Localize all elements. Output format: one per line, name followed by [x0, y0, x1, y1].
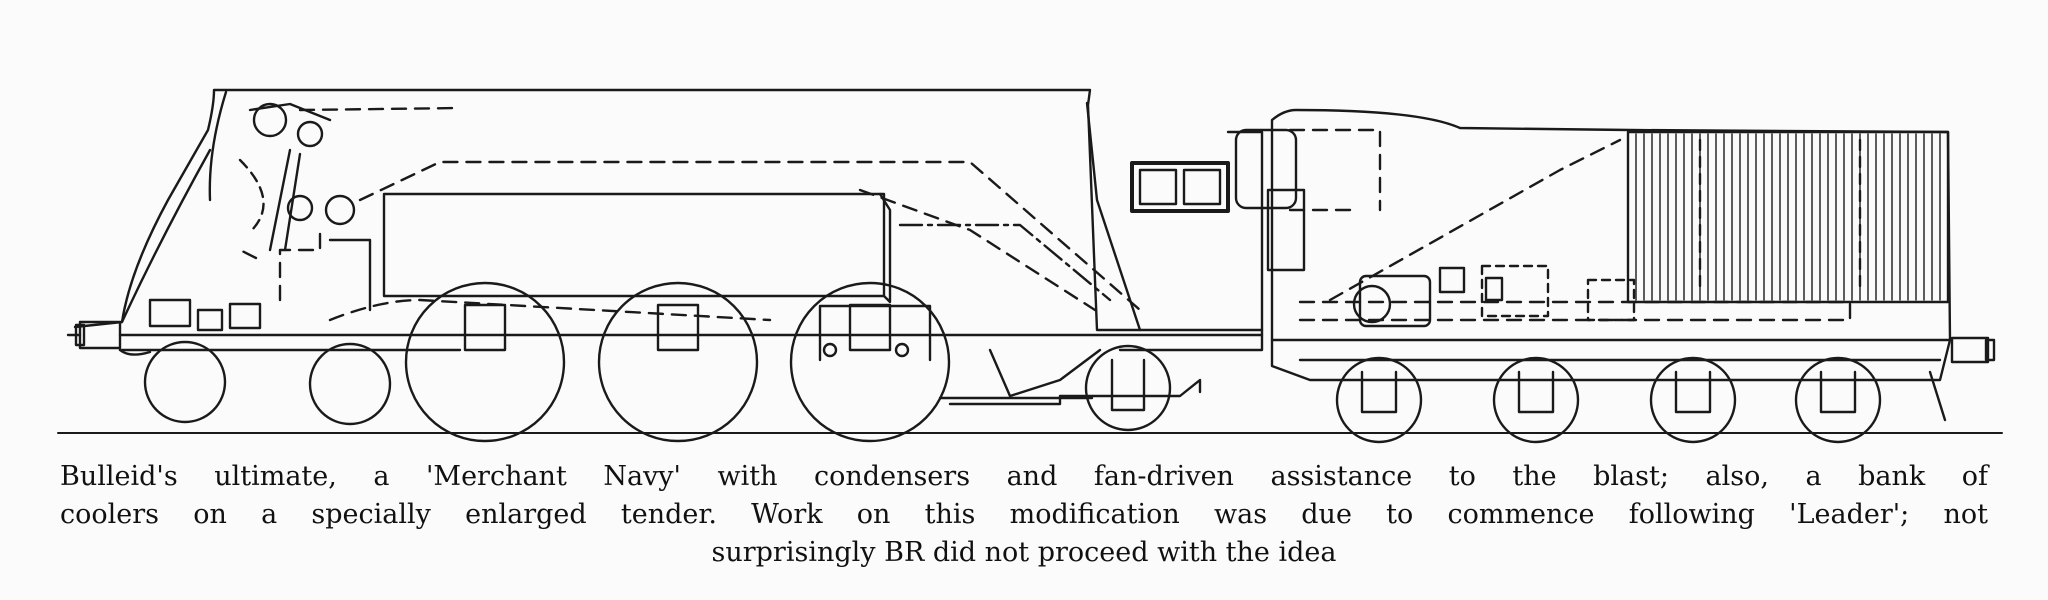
cab-window-frame [1130, 161, 1230, 213]
bogie-wheel [308, 342, 392, 426]
locomotive-casing [73, 88, 1264, 352]
tender-wheel [1335, 356, 1423, 444]
boiler-tank [382, 192, 886, 298]
bogie-wheel [143, 340, 227, 424]
caption-line-1: Bulleid's ultimate, a 'Merchant Navy' wi… [60, 461, 1988, 492]
tender-wheel [1794, 356, 1882, 444]
caption-line-2: coolers on a specially enlarged tender. … [60, 499, 1988, 530]
trailing-wheel [1084, 344, 1172, 432]
tender-wheel [1649, 356, 1737, 444]
figure-caption: Bulleid's ultimate, a 'Merchant Navy' wi… [60, 458, 1988, 572]
tender-wheel [1492, 356, 1580, 444]
driving-wheel [597, 281, 759, 443]
caption-line-3: surprisingly BR did not proceed with the… [711, 537, 1337, 568]
driving-wheel [789, 281, 951, 443]
locomotive-drawing [57, 88, 2003, 444]
driving-wheel [404, 281, 566, 443]
rear-buffer [1950, 336, 1990, 364]
tender-body [1270, 108, 1952, 342]
